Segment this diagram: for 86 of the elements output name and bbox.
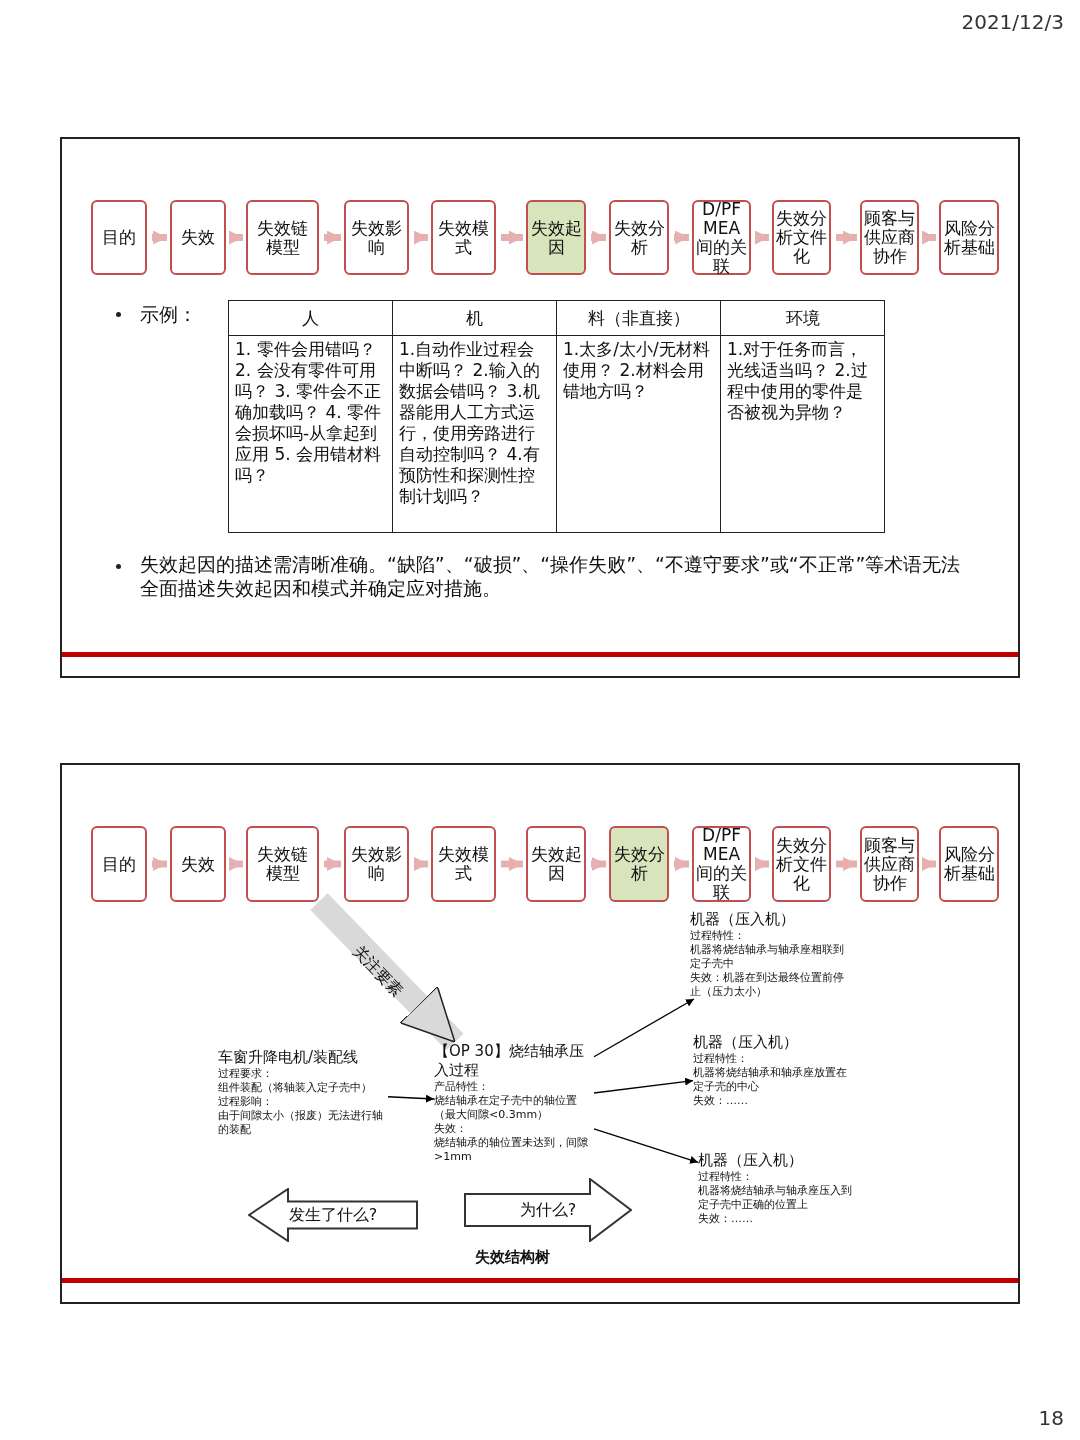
step-label: 失效起因 <box>529 845 583 883</box>
body-text: 过程影响： <box>218 1095 274 1109</box>
bullet-text: 失效起因的描述需清晰准确。“缺陷”、“破损”、“操作失败”、“不遵守要求”或“不正常”等术语无法全面描述失效起因和模式并确定应对措施。 <box>140 552 962 600</box>
step-label: 目的 <box>101 228 137 247</box>
block-heading: 机器（压入机） <box>690 910 796 929</box>
process-step-box <box>344 826 409 902</box>
step-label: 失效分析文件化 <box>775 835 828 893</box>
date-text: 2021/12/3 <box>961 10 1064 34</box>
body-text: 烧结轴承在定子壳中的轴位置（最大间隙<0.3mm） <box>434 1094 578 1122</box>
step-label: 失效分析 <box>612 845 666 883</box>
block-heading: 机器（压入机） <box>698 1151 804 1170</box>
process-step-box <box>170 826 226 902</box>
step-label: 失效模式 <box>437 218 490 257</box>
table-cell: 1.自动作业过程会中断吗？ 2.输入的数据会错吗？ 3.机器能用人工方式运行，使用旁路进行自动控制吗？ 4.有预防性和探测性控制计划吗？ <box>392 335 557 533</box>
process-step-box <box>170 200 226 275</box>
process-step-box <box>860 826 919 902</box>
page-number: 18 <box>1038 1406 1064 1430</box>
arrow <box>593 998 695 1058</box>
process-step-box <box>91 826 147 902</box>
body-text: 失效： <box>434 1122 468 1136</box>
table-cell: 1. 零件会用错吗？ 2. 会没有零件可用吗？ 3. 零件会不正确加载吗？ 4. 零件会损坏吗-从拿起到应用 5. 会用错材料吗？ <box>228 335 393 533</box>
step-label: 目的 <box>101 854 137 874</box>
step-label: 风险分析基础 <box>942 845 996 883</box>
process-step-box <box>772 200 831 275</box>
body-text: 过程特性： <box>693 1052 749 1066</box>
right-block-arrow <box>464 1178 632 1242</box>
body-text: 烧结轴承的轴位置未达到，间隙>1mm <box>434 1136 589 1164</box>
step-label: D/PFMEA间的关联 <box>695 199 748 276</box>
table-cell: 1.太多/太小/无材料使用？ 2.材料会用错地方吗？ <box>556 335 721 533</box>
body-text: 组件装配（将轴装入定子壳中） <box>218 1081 373 1095</box>
body-text: 机器将烧结轴承和轴承座放置在定子壳的中心 <box>693 1066 848 1094</box>
table-header: 环境 <box>720 300 885 336</box>
process-step-box <box>344 200 409 275</box>
step-label: 失效分析 <box>612 218 666 257</box>
step-label: 失效影响 <box>350 845 403 883</box>
table-header: 机 <box>392 300 557 336</box>
body-text: 由于间隙太小（报废）无法进行轴的装配 <box>218 1109 384 1137</box>
arrow <box>387 1094 435 1103</box>
process-step-box <box>526 826 586 902</box>
block-heading: 车窗升降电机/装配线 <box>218 1048 360 1067</box>
step-label: 失效链模型 <box>256 218 309 257</box>
block-arrow <box>310 893 464 1051</box>
body-text: 失效：机器在到达最终位置前停止（压力太小） <box>690 971 845 999</box>
step-label: 风险分析基础 <box>942 218 996 257</box>
body-text: 失效：…… <box>698 1212 754 1226</box>
body-text: 机器将烧结轴承与轴承座相联到定子壳中 <box>690 943 845 971</box>
process-step-box <box>939 826 999 902</box>
process-step-box <box>246 200 319 275</box>
left-block-arrow <box>248 1188 418 1242</box>
arrow-label: 为什么? <box>519 1199 577 1221</box>
body-text: 产品特性： <box>434 1080 490 1094</box>
step-label: 失效模式 <box>437 845 490 883</box>
process-step-box <box>609 200 669 275</box>
step-label: 失效影响 <box>350 218 403 257</box>
body-text: 过程要求： <box>218 1067 274 1081</box>
step-label: 失效 <box>180 228 216 247</box>
table-header: 人 <box>228 300 393 336</box>
process-step-box <box>526 200 586 275</box>
table-header: 料（非直接） <box>556 300 721 336</box>
step-label: 失效链模型 <box>256 845 309 883</box>
step-label: 顾客与供应商协作 <box>863 209 916 266</box>
block-heading: 机器（压入机） <box>693 1033 799 1052</box>
process-step-box <box>91 200 147 275</box>
body-text: 过程特性： <box>690 929 746 943</box>
step-label: D/PFMEA间的关联 <box>695 826 748 902</box>
process-step-box <box>431 200 496 275</box>
arrow <box>593 1128 699 1164</box>
process-step-box <box>772 826 831 902</box>
bullet-text: 示例： <box>140 302 197 327</box>
step-label: 失效分析文件化 <box>775 209 828 266</box>
block-heading: 【OP 30】烧结轴承压入过程 <box>434 1042 585 1080</box>
edge-label: 关注要素 <box>347 941 407 1003</box>
step-label: 失效起因 <box>529 218 583 257</box>
step-label: 失效 <box>180 854 216 874</box>
process-step-box <box>431 826 496 902</box>
process-step-box <box>860 200 919 275</box>
step-label: 顾客与供应商协作 <box>863 835 916 893</box>
arrow <box>593 1077 694 1094</box>
body-text: 过程特性： <box>698 1170 754 1184</box>
table-cell: 1.对于任务而言，光线适当吗？ 2.过程中使用的零件是否被视为异物？ <box>720 335 885 533</box>
process-step-box <box>939 200 999 275</box>
arrow-label: 发生了什么? <box>288 1204 378 1226</box>
process-step-box <box>246 826 319 902</box>
body-text: 机器将烧结轴承与轴承座压入到定子壳中正确的位置上 <box>698 1184 853 1212</box>
body-text: 失效：…… <box>693 1094 749 1108</box>
process-step-box <box>609 826 669 902</box>
